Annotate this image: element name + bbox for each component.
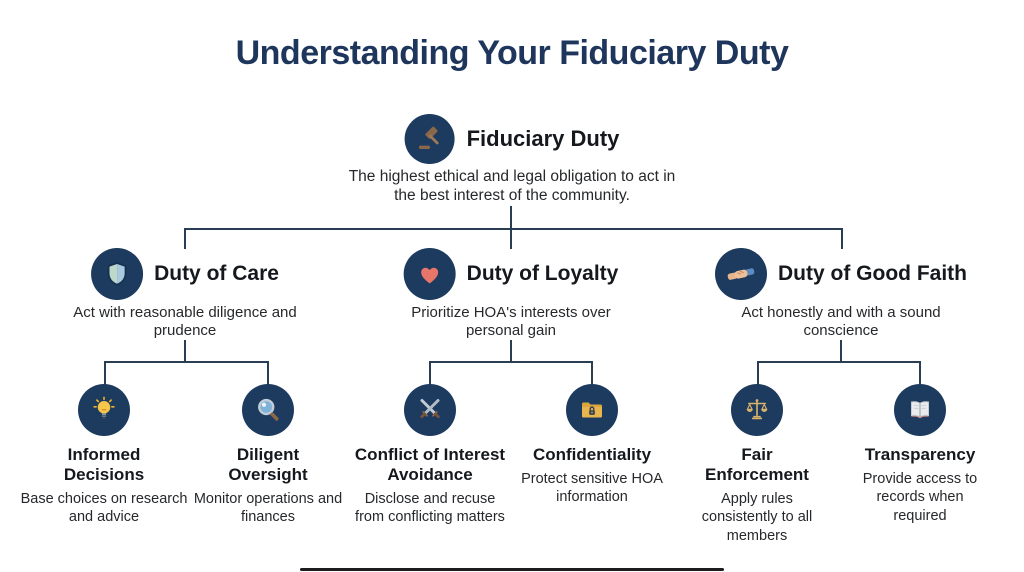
leaf-description: Base choices on research and advice <box>20 491 188 526</box>
connector-line <box>841 228 843 249</box>
connector-line <box>757 361 921 363</box>
leaf-title: Conflict of Interest Avoidance <box>354 445 506 485</box>
page-title: Understanding Your Fiduciary Duty <box>235 34 789 72</box>
connector-line <box>184 228 843 230</box>
leaf-description: Protect sensitive HOA information <box>521 471 663 506</box>
leaf-confidentiality: Confidentiality Protect sensitive HOA in… <box>504 384 680 507</box>
connector-line <box>757 361 759 385</box>
root-node-header: Fiduciary Duty <box>404 114 620 164</box>
gavel-icon <box>404 114 455 164</box>
connector-line <box>510 228 512 249</box>
bottom-bar <box>300 568 724 571</box>
branch-title: Duty of Care <box>154 262 279 285</box>
leaf-transparency: Transparency Provide access to records w… <box>832 384 1008 525</box>
connector-line <box>104 361 269 363</box>
root-node-description: The highest ethical and legal obligation… <box>348 168 676 205</box>
branch-title: Duty of Loyalty <box>466 262 619 285</box>
branch-duty-of-care: Duty of Care <box>91 248 279 300</box>
leaf-title: Diligent Oversight <box>228 445 308 485</box>
branch-description: Act honestly and with a sound conscience <box>741 304 941 340</box>
branch-duty-of-good-faith: Duty of Good Faith <box>715 248 967 300</box>
leaf-description: Provide access to records when required <box>862 471 978 524</box>
connector-line <box>104 361 106 385</box>
open-book-icon <box>894 384 946 436</box>
leaf-diligent-oversight: Diligent Oversight Monitor operations an… <box>187 384 349 527</box>
handshake-icon <box>715 248 768 300</box>
leaf-title: Transparency <box>864 445 976 464</box>
leaf-conflict-of-interest-avoidance: Conflict of Interest Avoidance Disclose … <box>342 384 518 527</box>
connector-line <box>591 361 593 385</box>
leaf-description: Disclose and recuse from conflicting mat… <box>355 491 505 526</box>
leaf-description: Monitor operations and finances <box>193 491 343 526</box>
branch-description: Act with reasonable diligence and pruden… <box>73 304 297 340</box>
branch-description: Prioritize HOA's interests over personal… <box>411 304 611 340</box>
leaf-fair-enforcement: Fair Enforcement Apply rules consistentl… <box>686 384 828 545</box>
lightbulb-icon <box>78 384 130 436</box>
leaf-description: Apply rules consistently to all members <box>701 491 813 544</box>
locked-folder-icon <box>566 384 618 436</box>
connector-line <box>510 340 512 363</box>
magnifier-icon <box>242 384 294 436</box>
connector-line <box>184 228 186 249</box>
connector-line <box>429 361 593 363</box>
connector-line <box>510 206 512 229</box>
leaf-title: Confidentiality <box>532 445 652 464</box>
branch-duty-of-loyalty: Duty of Loyalty <box>403 248 619 300</box>
connector-line <box>267 361 269 385</box>
leaf-title: Informed Decisions <box>63 445 145 485</box>
heart-icon <box>403 248 456 300</box>
scales-icon <box>731 384 783 436</box>
crossed-swords-icon <box>404 384 456 436</box>
root-node-title: Fiduciary Duty <box>466 126 620 151</box>
connector-line <box>919 361 921 385</box>
connector-line <box>184 340 186 363</box>
leaf-title: Fair Enforcement <box>705 445 809 485</box>
connector-line <box>840 340 842 363</box>
branch-title: Duty of Good Faith <box>778 262 967 285</box>
connector-line <box>429 361 431 385</box>
leaf-informed-decisions: Informed Decisions Base choices on resea… <box>20 384 188 527</box>
shield-icon <box>91 248 144 300</box>
